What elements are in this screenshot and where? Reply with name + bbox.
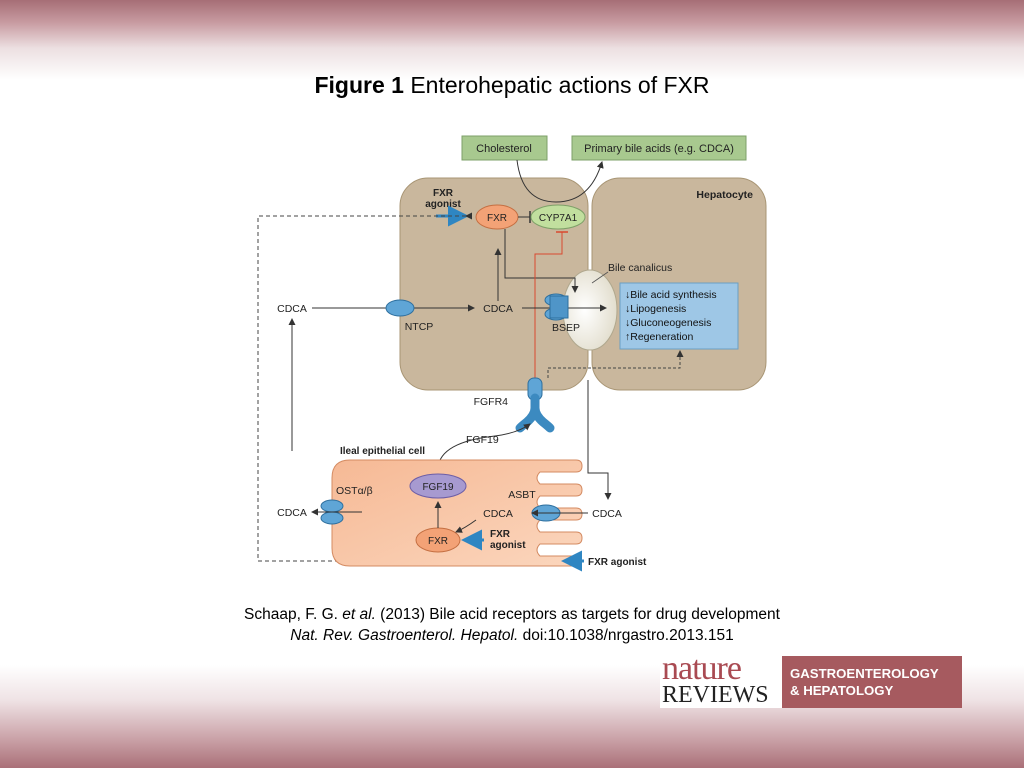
fxr-ileal-label: FXR — [428, 536, 448, 547]
effect-item: ↑Regeneration — [625, 331, 693, 343]
fxr-agonist-ileal-label-2: agonist — [490, 540, 526, 551]
logo-reviews: REVIEWS — [662, 682, 769, 708]
cdca-label-ost: CDCA — [277, 507, 307, 519]
cyp7a1-node — [530, 204, 586, 230]
fxr-agonist-top-label-2: agonist — [425, 199, 461, 210]
bsep-label: BSEP — [552, 322, 580, 334]
fxr-diagram: Cholesterol Primary bile acids (e.g. CDC… — [257, 135, 767, 572]
fxr-agonist-bottom-label: FXR agonist — [588, 557, 647, 568]
effect-item: ↓Gluconeogenesis — [625, 317, 711, 329]
cdca-label-outer: CDCA — [277, 303, 307, 315]
fxr-agonist-top-label-1: FXR — [433, 188, 454, 199]
asbt-label: ASBT — [508, 489, 536, 501]
fgf19-node — [409, 473, 467, 499]
fgf19-node-label: FGF19 — [422, 482, 454, 493]
effects-box: ↓Bile acid synthesis ↓Lipogenesis ↓Gluco… — [619, 282, 739, 350]
bile-canalicus-label: Bile canalicus — [608, 262, 672, 274]
citation-line-2: Nat. Rev. Gastroenterol. Hepatol. doi:10… — [290, 627, 734, 644]
cdca-label-ileal: CDCA — [483, 508, 513, 520]
ntcp-label: NTCP — [405, 321, 434, 333]
nature-reviews-logo: nature REVIEWS GASTROENTEROLOGY & HEPATO… — [660, 650, 962, 708]
primary-bile-acids-box: Primary bile acids (e.g. CDCA) — [571, 135, 747, 161]
fxr-agonist-ileal-label-1: FXR — [490, 529, 511, 540]
fgfr4-receptor — [515, 377, 555, 433]
cyp7a1-label: CYP7A1 — [539, 213, 578, 224]
fgfr4-label: FGFR4 — [474, 396, 509, 408]
fgf19-secreted-label: FGF19 — [466, 434, 499, 446]
logo-journal-line-1: GASTROENTEROLOGY — [790, 666, 939, 681]
citation-line-1: Schaap, F. G. et al. (2013) Bile acid re… — [244, 606, 780, 623]
ntcp-transporter — [385, 299, 415, 317]
bsep-transporter — [544, 293, 569, 321]
logo-nature: nature — [662, 650, 742, 687]
cdca-label-hepatocyte: CDCA — [483, 303, 513, 315]
figure-title-text: Enterohepatic actions of FXR — [403, 72, 710, 98]
hepatocyte-label: Hepatocyte — [696, 189, 753, 201]
ileal-cell-label: Ileal epithelial cell — [340, 446, 425, 457]
figure-number: Figure 1 — [314, 72, 404, 98]
cholesterol-label: Cholesterol — [476, 143, 532, 155]
bile-canalicus — [562, 269, 618, 351]
logo-journal-line-2: & HEPATOLOGY — [790, 683, 894, 698]
cdca-label-lumen: CDCA — [592, 508, 622, 520]
effect-item: ↓Lipogenesis — [625, 303, 686, 315]
cholesterol-box: Cholesterol — [461, 135, 548, 161]
figure-title: Figure 1 Enterohepatic actions of FXR — [0, 72, 1024, 99]
fxr-top-label: FXR — [487, 213, 507, 224]
ost-label: OSTα/β — [336, 485, 373, 497]
citation: Schaap, F. G. et al. (2013) Bile acid re… — [0, 604, 1024, 646]
ost-transporter — [320, 499, 344, 525]
effect-item: ↓Bile acid synthesis — [625, 289, 717, 301]
primary-bile-acids-label: Primary bile acids (e.g. CDCA) — [584, 143, 734, 155]
